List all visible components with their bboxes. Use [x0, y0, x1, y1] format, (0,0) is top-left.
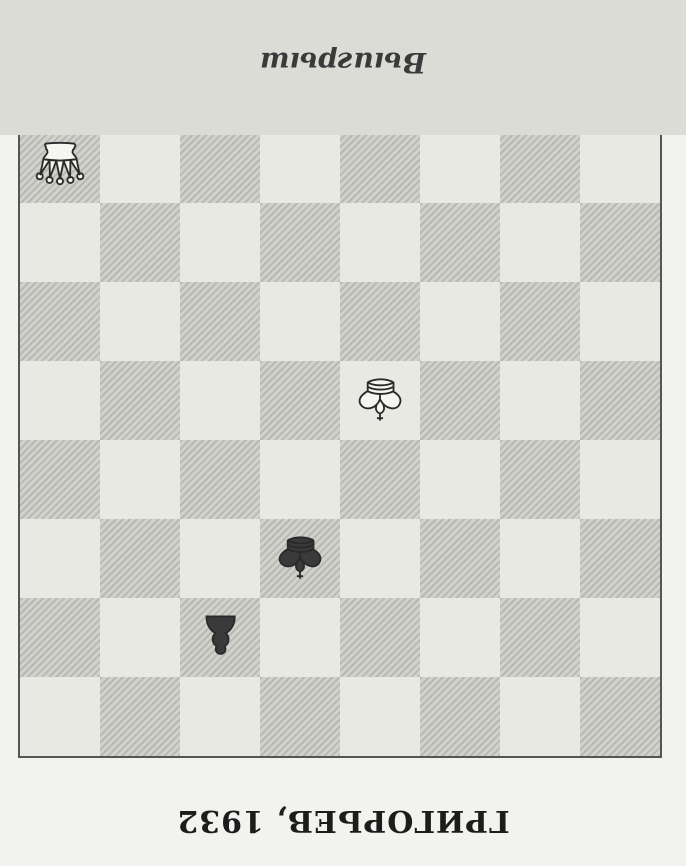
square-g4 — [100, 361, 180, 440]
square-g7 — [100, 598, 180, 677]
square-c8 — [420, 677, 500, 756]
square-g2 — [100, 203, 180, 282]
square-h6 — [20, 519, 100, 598]
square-h7 — [20, 598, 100, 677]
header-band: Выигрыш — [0, 0, 686, 135]
square-f2 — [180, 203, 260, 282]
square-a2 — [580, 203, 660, 282]
square-e2 — [260, 203, 340, 282]
square-b7 — [500, 598, 580, 677]
square-d6 — [340, 519, 420, 598]
square-g5 — [100, 440, 180, 519]
square-c3 — [420, 282, 500, 361]
square-h5 — [20, 440, 100, 519]
chess-board — [18, 122, 662, 758]
square-e5 — [260, 440, 340, 519]
square-b2 — [500, 203, 580, 282]
black-king-icon — [260, 519, 340, 598]
square-e3 — [260, 282, 340, 361]
square-d8 — [340, 677, 420, 756]
square-d5 — [340, 440, 420, 519]
square-a4 — [580, 361, 660, 440]
square-c2 — [420, 203, 500, 282]
square-f7 — [180, 598, 260, 677]
square-g6 — [100, 519, 180, 598]
square-f4 — [180, 361, 260, 440]
square-d3 — [340, 282, 420, 361]
square-d1 — [340, 124, 420, 203]
white-queen-icon — [20, 124, 100, 203]
square-f5 — [180, 440, 260, 519]
square-c6 — [420, 519, 500, 598]
square-c7 — [420, 598, 500, 677]
square-a3 — [580, 282, 660, 361]
square-e6 — [260, 519, 340, 598]
square-g3 — [100, 282, 180, 361]
black-pawn-icon — [180, 598, 260, 677]
square-c4 — [420, 361, 500, 440]
problem-caption: ГРИГОРЬЕВ, 1932 — [0, 776, 686, 866]
square-b8 — [500, 677, 580, 756]
square-f6 — [180, 519, 260, 598]
square-f3 — [180, 282, 260, 361]
square-e1 — [260, 124, 340, 203]
square-a7 — [580, 598, 660, 677]
square-b3 — [500, 282, 580, 361]
square-d7 — [340, 598, 420, 677]
square-h8 — [20, 677, 100, 756]
square-f8 — [180, 677, 260, 756]
square-b4 — [500, 361, 580, 440]
square-h1 — [20, 124, 100, 203]
square-b6 — [500, 519, 580, 598]
square-g8 — [100, 677, 180, 756]
white-king-icon — [340, 361, 420, 440]
square-c1 — [420, 124, 500, 203]
square-c5 — [420, 440, 500, 519]
square-d2 — [340, 203, 420, 282]
square-e8 — [260, 677, 340, 756]
square-f1 — [180, 124, 260, 203]
square-h2 — [20, 203, 100, 282]
square-a5 — [580, 440, 660, 519]
result-label: Выигрыш — [0, 46, 686, 79]
square-g1 — [100, 124, 180, 203]
square-h4 — [20, 361, 100, 440]
square-b5 — [500, 440, 580, 519]
square-d4 — [340, 361, 420, 440]
square-e4 — [260, 361, 340, 440]
square-b1 — [500, 124, 580, 203]
square-e7 — [260, 598, 340, 677]
square-a8 — [580, 677, 660, 756]
square-a1 — [580, 124, 660, 203]
square-h3 — [20, 282, 100, 361]
square-a6 — [580, 519, 660, 598]
